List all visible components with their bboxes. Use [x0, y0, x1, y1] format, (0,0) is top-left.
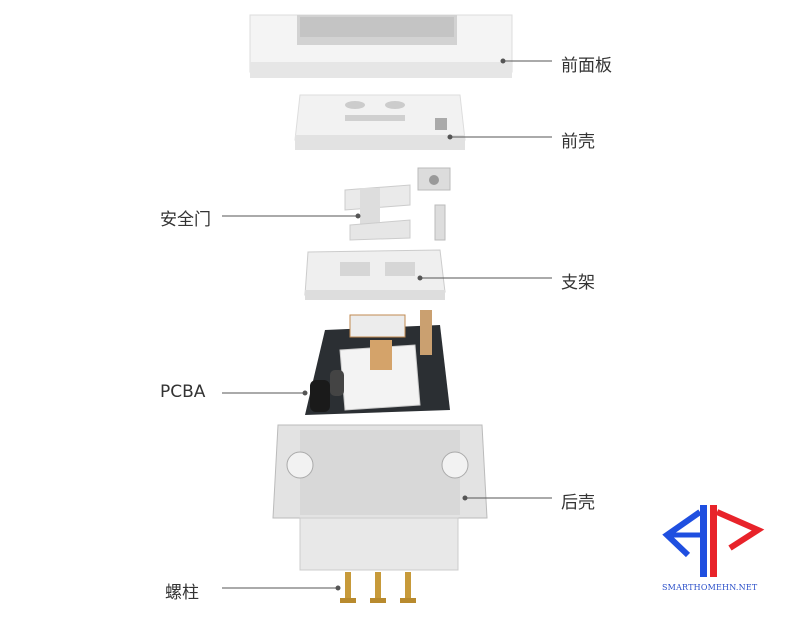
front-panel-part	[249, 14, 513, 78]
label-pcba: PCBA	[160, 382, 206, 402]
safety-door-part	[344, 167, 451, 241]
bracket-part	[304, 249, 446, 300]
back-shell-part	[272, 424, 488, 571]
label-back-shell: 后壳	[561, 493, 595, 513]
pcba-part	[305, 310, 450, 415]
label-safety-door: 安全门	[160, 210, 211, 230]
leader-lines	[222, 58, 552, 591]
label-bracket: 支架	[561, 273, 595, 293]
label-front-shell: 前壳	[561, 132, 595, 152]
label-front-panel: 前面板	[561, 56, 612, 76]
screw-posts-part	[340, 572, 416, 603]
front-shell-part	[294, 94, 466, 150]
logo-text: SMARTHOMEHN.NET	[662, 583, 758, 592]
label-screw-post: 螺柱	[165, 583, 199, 603]
smarthomehn-logo	[662, 505, 765, 577]
